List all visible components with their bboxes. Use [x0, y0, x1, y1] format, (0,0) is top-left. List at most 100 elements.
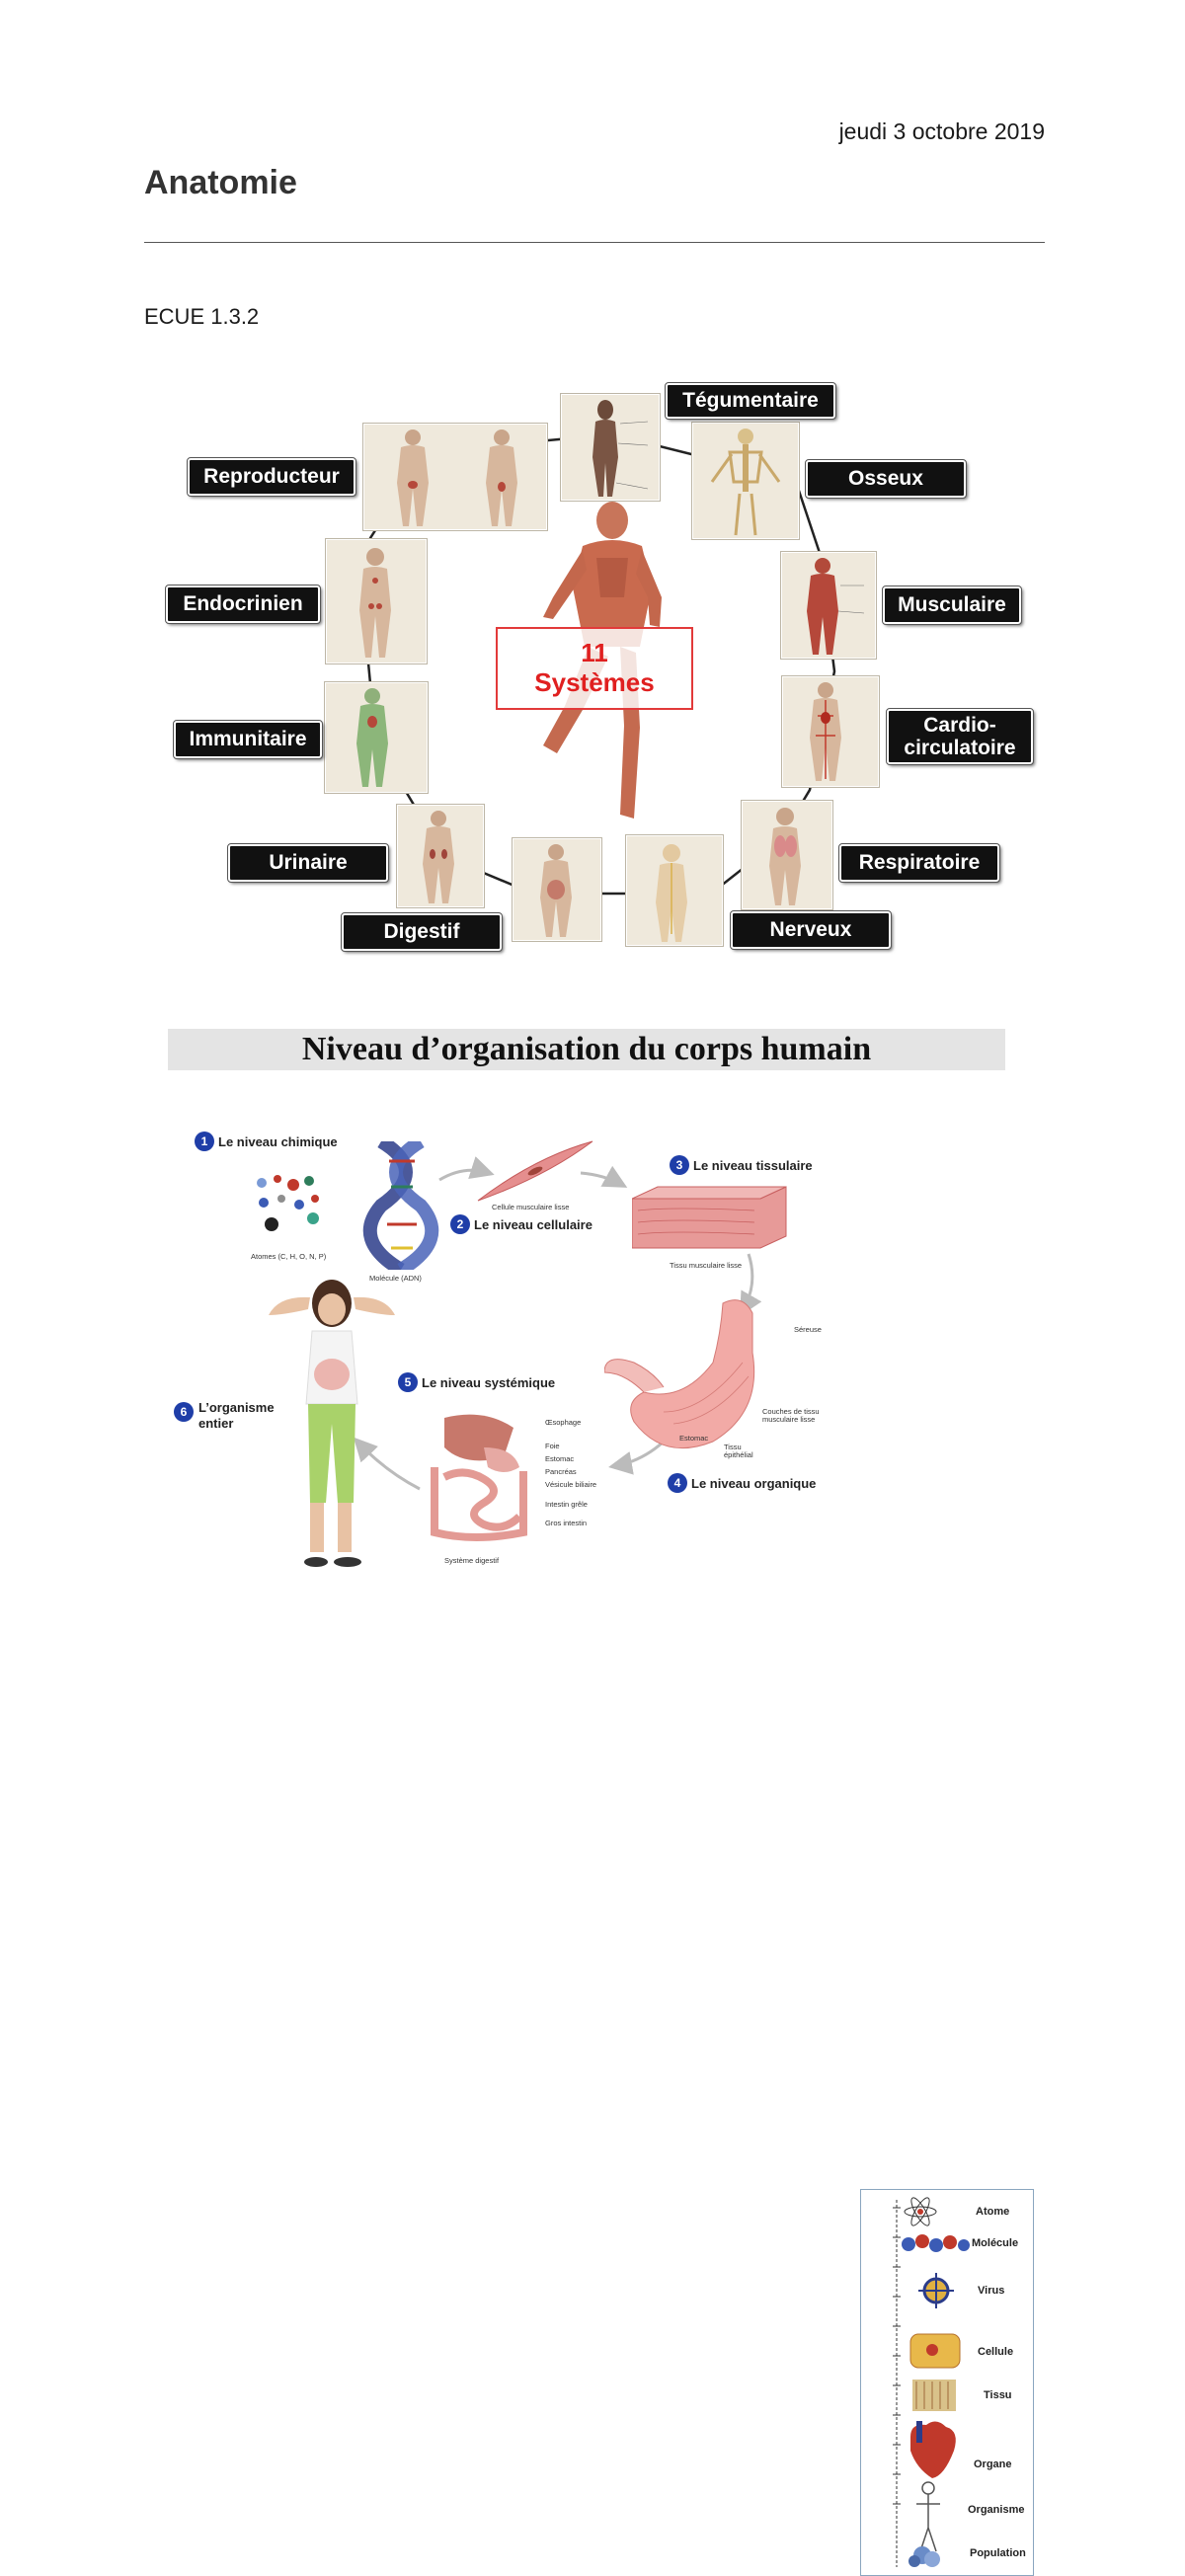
endocrine-figure [359, 548, 391, 658]
scale-label-atome: Atome [976, 2206, 1010, 2218]
panel-tegumentaire [560, 393, 661, 502]
level-4-number: 4 [668, 1473, 687, 1493]
panel-urinaire [396, 804, 485, 908]
part-label: Estomac [545, 1454, 575, 1463]
digestive-system-icon [431, 1414, 527, 1541]
center-systems-label: Systèmes [534, 667, 655, 697]
panel-respiratoire [741, 800, 833, 910]
document-date: jeudi 3 octobre 2019 [838, 118, 1045, 144]
tissue-caption: Tissu musculaire lisse [670, 1261, 743, 1270]
level-1-label: Le niveau chimique [218, 1134, 338, 1149]
muscle-layers-caption: Couches de tissu musculaire lisse [762, 1407, 820, 1425]
course-code: ECUE 1.3.2 [144, 304, 260, 329]
girl-organism-figure [269, 1280, 395, 1567]
label-cardio-circulatoire: Cardio- circulatoire [886, 708, 1034, 765]
label-cardio-line1: Cardio- [923, 713, 996, 737]
scale-label-population: Population [970, 2547, 1026, 2559]
atoms-caption: Atomes (C, H, O, N, P) [251, 1252, 327, 1261]
circulation-figure [810, 682, 841, 781]
heart-organ-icon [910, 2421, 956, 2478]
level-6-label-line2: entier [198, 1416, 234, 1431]
label-nerveux: Nerveux [730, 910, 892, 950]
human-organism-icon [916, 2481, 940, 2552]
panel-endocrinien [325, 538, 428, 664]
title-divider [144, 242, 1045, 243]
scale-label-tissu: Tissu [984, 2389, 1012, 2401]
atoms-icon [257, 1175, 319, 1231]
molecule-caption: Molécule (ADN) [369, 1274, 422, 1283]
panel-reproducteur [362, 423, 548, 531]
level-4-label: Le niveau organique [691, 1476, 817, 1491]
panel-immunitaire [324, 681, 429, 794]
reproductive-figures [397, 429, 517, 526]
scale-legend: Atome Molécule Virus Cellule Tissu Organ… [860, 2189, 1034, 2576]
stomach-organ-icon [604, 1299, 755, 1449]
scale-label-virus: Virus [978, 2285, 1005, 2297]
part-label: Pancréas [545, 1467, 577, 1476]
virus-icon [918, 2273, 954, 2308]
dna-molecule-icon [362, 1141, 439, 1270]
level-6-label-line1: L’organisme [198, 1400, 275, 1415]
label-urinaire: Urinaire [227, 843, 389, 883]
urinary-figure [423, 811, 454, 903]
digestive-figure [540, 844, 572, 937]
label-reproducteur: Reproducteur [187, 457, 356, 497]
scale-label-molecule: Molécule [972, 2237, 1019, 2249]
label-tegumentaire: Tégumentaire [665, 382, 836, 420]
section-banner [168, 1029, 1005, 1070]
level-2-number: 2 [450, 1214, 470, 1234]
scale-label-cellule: Cellule [978, 2346, 1014, 2358]
molecule-icon [902, 2234, 970, 2252]
tissue-icon [912, 2380, 956, 2411]
level-3-number: 3 [670, 1155, 689, 1175]
atom-icon [904, 2197, 937, 2226]
systems-figure: 11 Systèmes Tégumentaire Osseux Musculai… [0, 0, 1185, 952]
label-digestif: Digestif [341, 912, 503, 952]
scale-label-organe: Organe [974, 2459, 1012, 2470]
muscle-tissue-icon [632, 1186, 787, 1249]
digestive-parts-list: Œsophage Foie Estomac Pancréas Vésicule … [545, 1418, 614, 1531]
label-cardio-line2: circulatoire [904, 737, 1016, 759]
digestive-system-caption: Système digestif [444, 1556, 500, 1565]
center-count: 11 [581, 638, 608, 668]
epithelial-caption: Tissu épithélial [724, 1443, 753, 1460]
immune-figure [356, 688, 388, 787]
level-1-number: 1 [195, 1132, 214, 1151]
flow-arrows [353, 1156, 762, 1491]
part-label: Œsophage [545, 1418, 582, 1427]
part-label: Gros intestin [545, 1519, 588, 1527]
panel-digestif [512, 837, 602, 942]
label-immunitaire: Immunitaire [173, 720, 323, 759]
cell-icon [909, 2333, 961, 2369]
level-6-number: 6 [174, 1402, 194, 1422]
panel-osseux [691, 422, 800, 540]
serosa-caption: Séreuse [794, 1325, 822, 1334]
part-label: Foie [545, 1442, 560, 1450]
organisation-figure: 1 Le niveau chimique Atomes (C, H, O, N,… [0, 1086, 1185, 2576]
label-musculaire: Musculaire [882, 585, 1022, 625]
label-osseux: Osseux [805, 459, 967, 499]
panel-cardio [781, 675, 880, 788]
label-respiratoire: Respiratoire [838, 843, 1000, 883]
section-title: Niveau d’organisation du corps humain [301, 1031, 872, 1067]
part-label: Vésicule biliaire [545, 1480, 597, 1489]
document-title: Anatomie [144, 164, 297, 201]
label-endocrinien: Endocrinien [165, 585, 321, 624]
level-5-label: Le niveau systémique [422, 1375, 556, 1390]
respiratory-figure [769, 808, 801, 905]
level-5-number: 5 [398, 1372, 418, 1392]
skin-body-figure [592, 400, 649, 497]
skeleton-figure [710, 429, 781, 536]
part-label: Intestin grêle [545, 1500, 588, 1509]
nervous-figure [656, 844, 687, 942]
scale-label-organisme: Organisme [968, 2504, 1025, 2516]
muscle-figure [807, 558, 865, 655]
smooth-muscle-cell-icon [477, 1140, 593, 1202]
panel-nerveux [625, 834, 724, 947]
center-count-box: 11 Systèmes [496, 627, 693, 710]
panel-musculaire [780, 551, 877, 660]
stomach-caption: Estomac [679, 1434, 709, 1443]
level-3-label: Le niveau tissulaire [693, 1158, 813, 1173]
level-2-label: Le niveau cellulaire [474, 1217, 592, 1232]
cell-caption: Cellule musculaire lisse [492, 1203, 570, 1211]
